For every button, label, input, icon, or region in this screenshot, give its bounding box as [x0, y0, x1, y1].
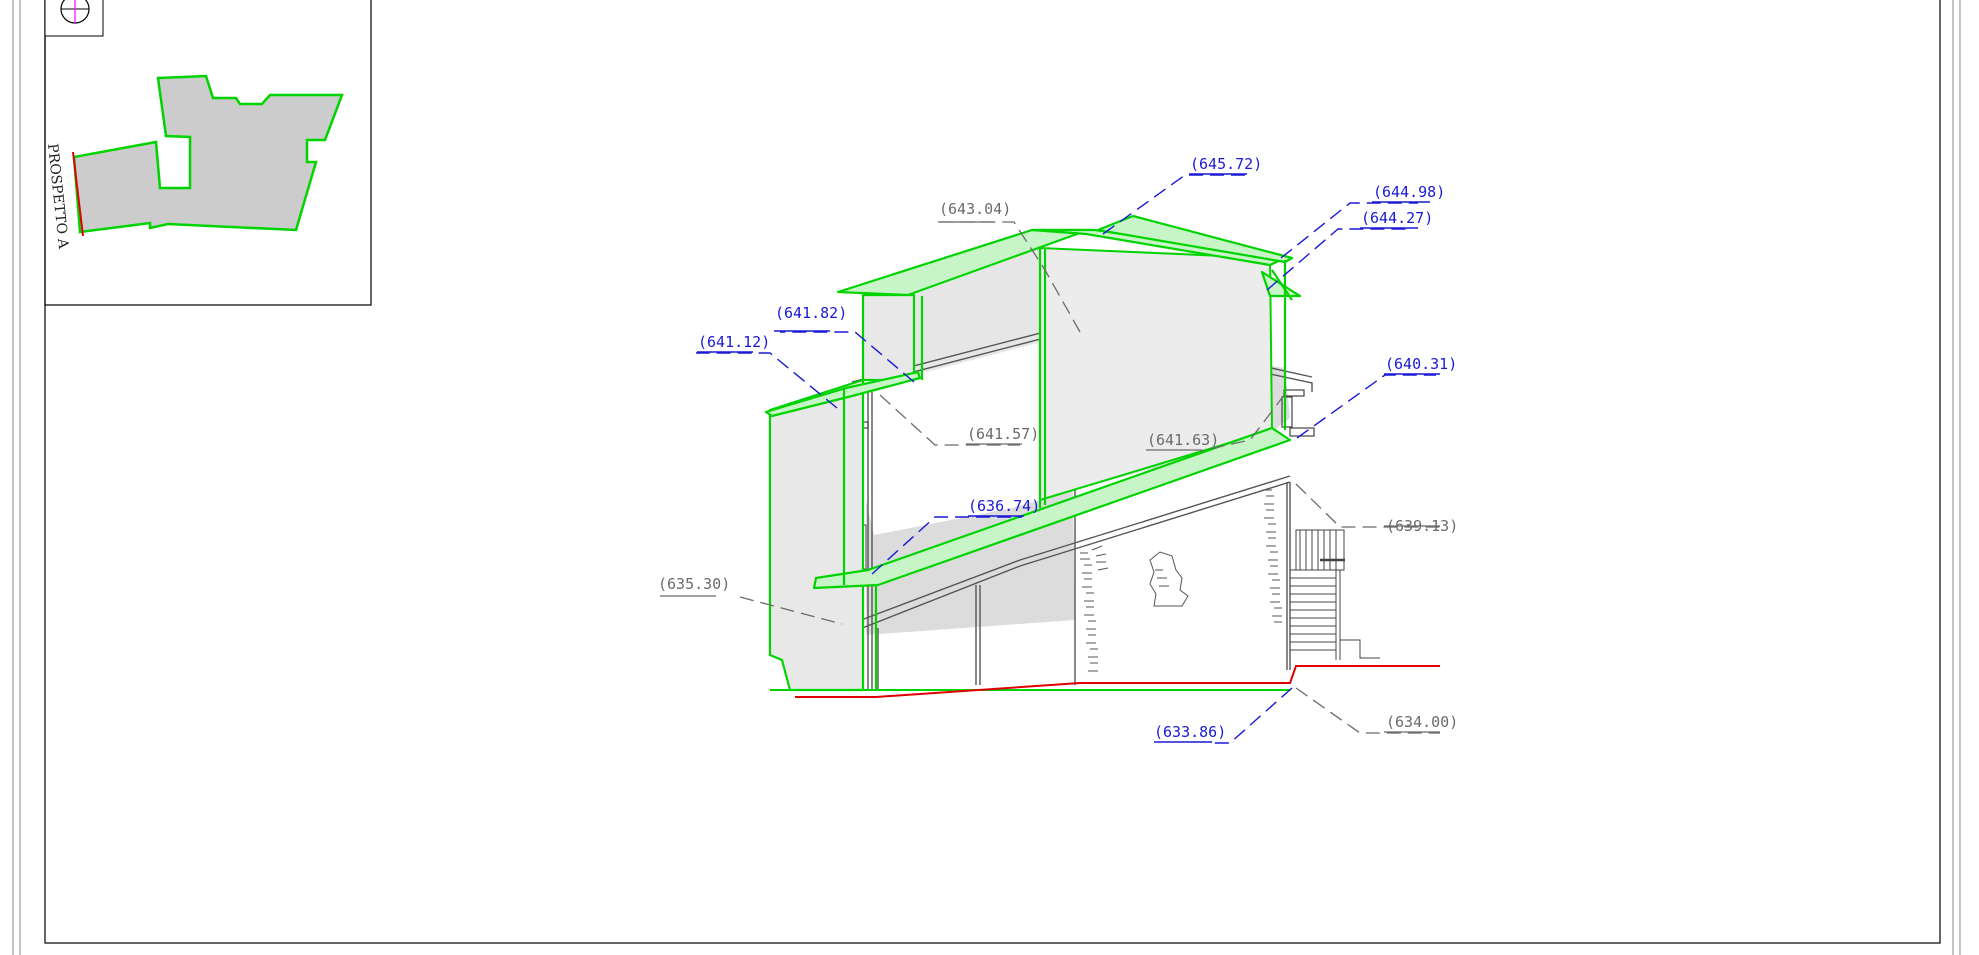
key-plan-view-label: PROSPETTO A [44, 143, 71, 251]
elevation-label: (641.12) [698, 333, 770, 351]
elevation-label: (641.82) [775, 304, 847, 322]
elevation-label: (644.98) [1373, 183, 1445, 201]
elevation-label: (635.30) [658, 575, 730, 593]
elevation-labels-existing: (643.04) (641.57) (641.63) (639.13) (635… [658, 200, 1458, 731]
elevation-label: (645.72) [1190, 155, 1262, 173]
stone-masonry-left [1080, 545, 1109, 672]
ground-line [795, 665, 1440, 698]
exterior-stair [1290, 529, 1380, 660]
elevation-label: (636.74) [968, 497, 1040, 515]
key-plan: PROSPETTO A [44, 0, 372, 306]
leader-underlines-new [697, 173, 1440, 743]
elevation-label: (644.27) [1361, 209, 1433, 227]
elevation-label: (640.31) [1385, 355, 1457, 373]
key-plan-footprint [72, 74, 344, 234]
leaders-new [696, 174, 1436, 744]
elevation-label: (633.86) [1154, 723, 1226, 741]
elevation-drawing: (645.72) (644.98) (644.27) (641.82) (641… [658, 155, 1458, 744]
leaders-existing [739, 221, 1440, 734]
elevation-label: (639.13) [1386, 517, 1458, 535]
elevation-label: (634.00) [1386, 713, 1458, 731]
new-volume [764, 214, 1302, 692]
stone-masonry-right [1262, 489, 1282, 623]
leader-underlines-existing [660, 221, 1440, 733]
sheet-border [12, 0, 1961, 955]
elevation-label: (641.57) [967, 425, 1039, 443]
elevation-label: (643.04) [939, 200, 1011, 218]
north-arrow-icon [60, 0, 90, 24]
stone-patch-center [1149, 551, 1189, 607]
elevation-labels-new: (645.72) (644.98) (644.27) (641.82) (641… [698, 155, 1457, 741]
prospetto-marker [72, 151, 84, 237]
elevation-label: (641.63) [1147, 431, 1219, 449]
